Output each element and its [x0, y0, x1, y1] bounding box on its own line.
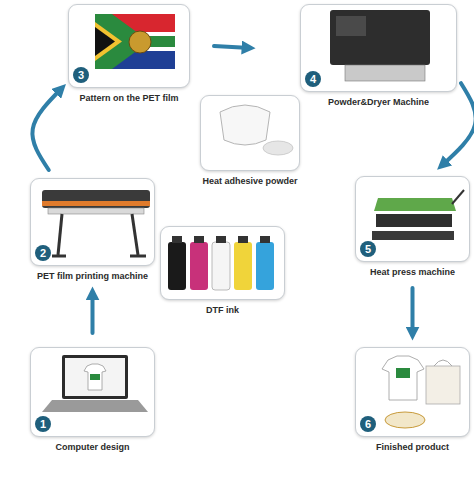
powder-pile: [263, 141, 293, 155]
flag-band: [95, 22, 122, 61]
flag-band: [95, 14, 175, 69]
step-caption: Pattern on the PET film: [79, 93, 178, 103]
tote-handle: [434, 360, 452, 366]
dryer-box: 4Powder&Dryer Machine: [300, 4, 457, 92]
ink-bottle: [168, 242, 186, 290]
dryer-cabinet: [345, 65, 425, 81]
step-caption: DTF ink: [206, 305, 239, 315]
ink-box: DTF ink: [160, 226, 285, 300]
callout-number: 1: [35, 416, 51, 432]
flow-arrow: [214, 46, 250, 48]
dryer-body: [330, 10, 430, 65]
callout-number: 5: [360, 241, 376, 257]
shoe: [385, 412, 425, 428]
dryer-hopper: [336, 16, 366, 36]
powder-box: Heat adhesive powder: [200, 95, 300, 171]
product-box: 6Finished product: [355, 347, 470, 437]
flow-arrow: [441, 83, 474, 166]
printer-box: 2PET film printing machine: [30, 178, 155, 266]
laptop-screen: [65, 358, 125, 396]
press-platen: [374, 198, 456, 211]
printer-foot: [130, 255, 146, 258]
tshirt: [382, 356, 424, 400]
printer-body: [42, 190, 150, 208]
pattern-figure: [129, 31, 151, 53]
press-base: [372, 231, 454, 240]
bottle-cap: [238, 236, 248, 243]
flow-arrow: [91, 292, 95, 333]
ink-bottle: [190, 242, 208, 290]
callout-number: 6: [360, 416, 376, 432]
ink-bottle: [256, 242, 274, 290]
callout-number: 4: [305, 71, 321, 87]
bottle-cap: [216, 236, 226, 243]
tshirt-icon: [84, 364, 106, 390]
ink-bottle: [234, 242, 252, 290]
laptop-screen-frame: [62, 355, 128, 399]
design-box: 1Computer design: [30, 347, 155, 437]
step-caption: Heat press machine: [370, 267, 455, 277]
printer-foot: [52, 255, 66, 258]
print-mark: [396, 368, 410, 378]
powder-bag: [220, 105, 270, 145]
step-caption: PET film printing machine: [37, 271, 148, 281]
film-roll: [48, 208, 144, 214]
callout-number: 2: [35, 245, 51, 261]
printer-leg: [132, 214, 138, 255]
step-caption: Powder&Dryer Machine: [328, 97, 429, 107]
flow-arrow: [411, 288, 415, 335]
film-box: 3Pattern on the PET film: [68, 4, 190, 88]
press-handle: [452, 190, 464, 204]
step-caption: Computer design: [55, 442, 129, 452]
callout-number: 3: [73, 67, 89, 83]
bottle-cap: [172, 236, 182, 243]
bottle-cap: [260, 236, 270, 243]
flag-band: [95, 14, 175, 32]
flag-band: [95, 51, 175, 69]
printer-stripe: [42, 201, 150, 206]
laptop-base: [42, 400, 148, 412]
step-caption: Heat adhesive powder: [202, 176, 297, 186]
flow-arrow: [32, 88, 62, 170]
press-box: 5Heat press machine: [355, 176, 470, 262]
printer-leg: [58, 214, 62, 255]
print-mark: [90, 374, 100, 380]
bottle-cap: [194, 236, 204, 243]
step-caption: Finished product: [376, 442, 449, 452]
flag-band: [95, 32, 175, 51]
ink-bottle: [212, 242, 230, 290]
flag-band: [95, 27, 115, 56]
tote-bag: [426, 366, 460, 404]
press-lower-platen: [376, 214, 452, 227]
